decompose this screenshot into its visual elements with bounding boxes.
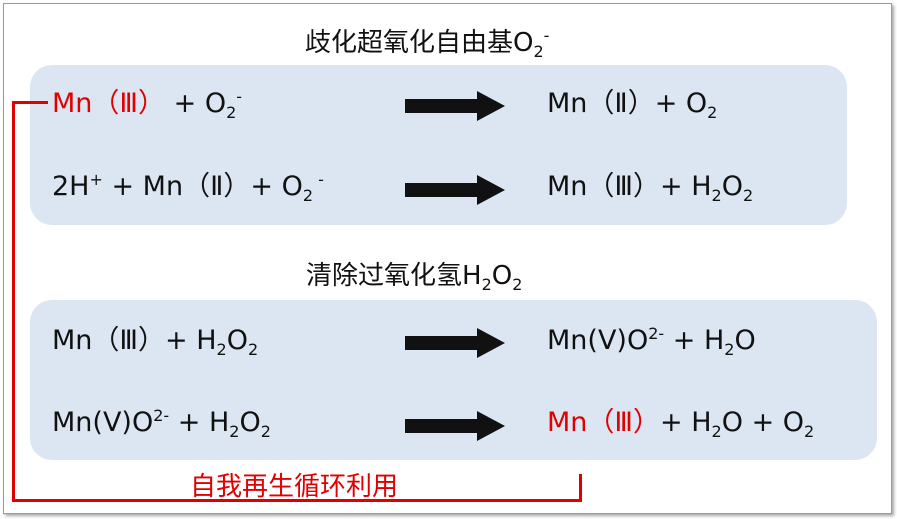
reaction-1-left: Mn（Ⅲ） + O2- xyxy=(52,87,243,122)
reaction-arrow-icon xyxy=(405,175,505,205)
reaction-arrow-icon xyxy=(405,91,505,121)
reaction-3-right: Mn(V)O2- + H2O xyxy=(547,324,756,359)
heading-superoxide: 歧化超氧化自由基O2- xyxy=(305,26,550,61)
reaction-1-right: Mn（Ⅱ）+ O2 xyxy=(547,88,718,122)
reaction-2-left: 2H+ + Mn（Ⅱ）+ O2 - xyxy=(52,170,324,205)
cycle-line-top xyxy=(12,101,48,104)
panel-superoxide xyxy=(30,65,847,225)
reaction-2-right: Mn（Ⅲ）+ H2O2 xyxy=(547,171,754,205)
reaction-arrow-icon xyxy=(405,411,505,441)
reaction-3-left: Mn（Ⅲ）+ H2O2 xyxy=(52,325,259,359)
reaction-4-left: Mn(V)O2- + H2O2 xyxy=(52,406,271,441)
cycle-line-bottom xyxy=(12,499,582,502)
heading-peroxide: 清除过氧化氢H2O2 xyxy=(306,261,523,294)
panel-peroxide xyxy=(30,300,877,460)
reaction-4-right: Mn（Ⅲ）+ H2O + O2 xyxy=(547,407,815,441)
reaction-arrow-icon xyxy=(405,328,505,358)
cycle-line-left xyxy=(12,101,15,501)
cycle-label: 自我再生循环利用 xyxy=(190,472,399,502)
cycle-line-right xyxy=(579,474,582,502)
